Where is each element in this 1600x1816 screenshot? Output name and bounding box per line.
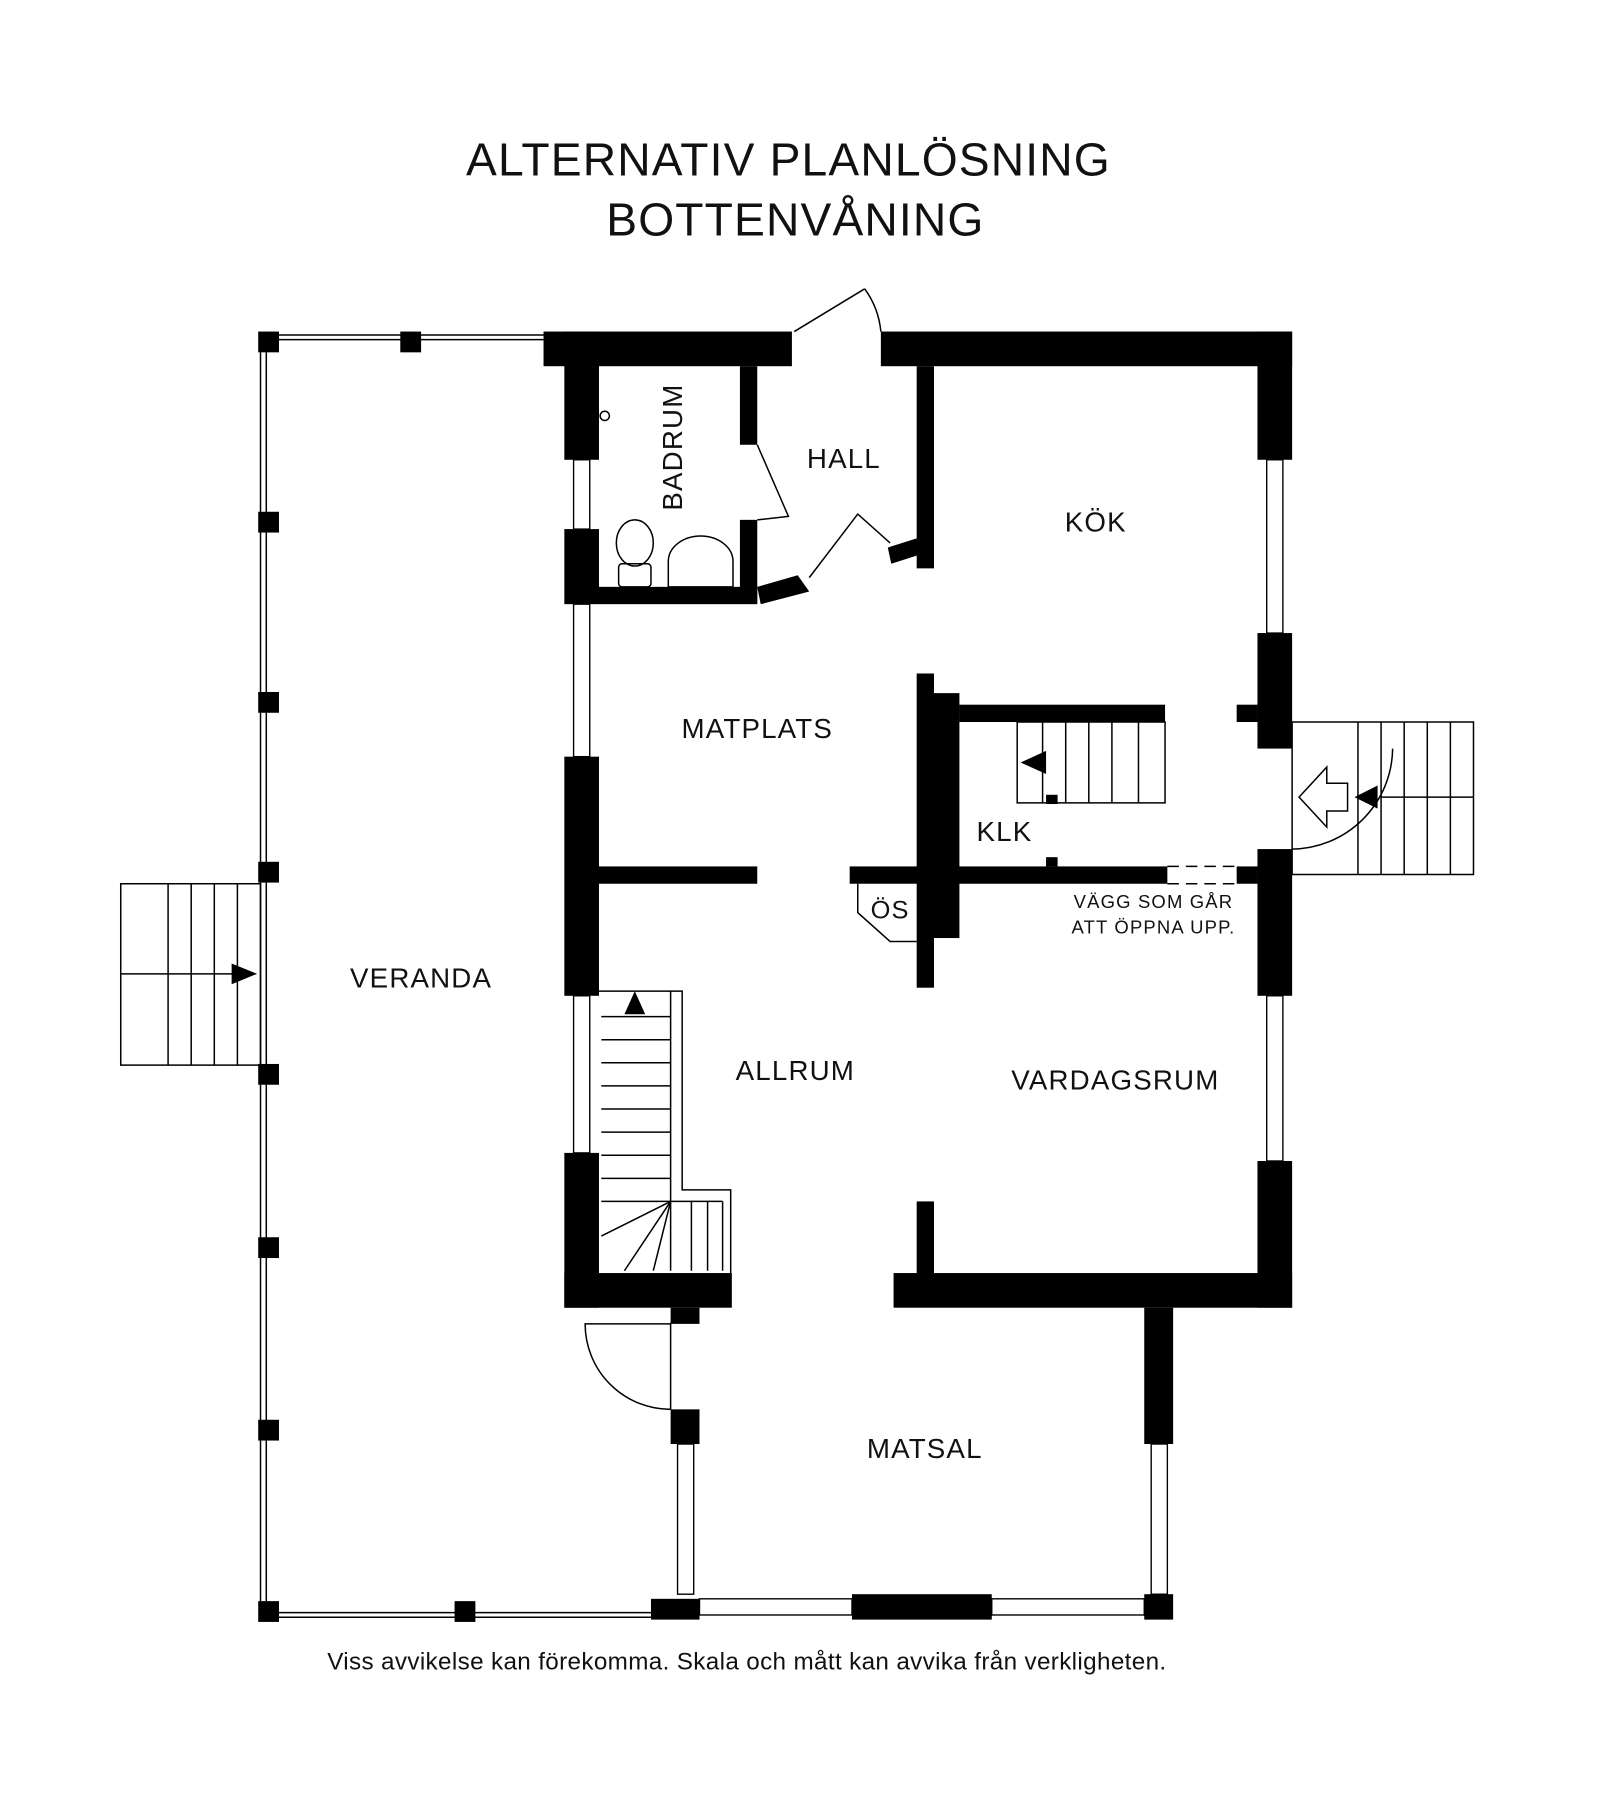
disclaimer: Viss avvikelse kan förekomma. Skala och …	[327, 1648, 1166, 1675]
side-entrance-stairs	[1291, 721, 1475, 876]
room-label-badrum: BADRUM	[657, 384, 688, 511]
room-label-hall: HALL	[807, 443, 881, 474]
room-label-matplats: MATPLATS	[682, 713, 833, 744]
toilet-icon	[615, 519, 655, 567]
upper-floor-stairs	[598, 990, 732, 1274]
wall-note-line-2: ATT ÖPPNA UPP.	[1072, 916, 1236, 937]
entry-door	[793, 288, 882, 333]
veranda-stairs	[119, 882, 262, 1066]
sink-icon	[667, 535, 734, 588]
room-label-matsal: MATSAL	[867, 1433, 983, 1464]
room-label-allrum: ALLRUM	[736, 1055, 855, 1086]
arrow-icon	[624, 991, 646, 1015]
room-label-veranda: VERANDA	[350, 963, 492, 994]
title-line-1: ALTERNATIV PLANLÖSNING	[466, 134, 1111, 186]
wall-note-line-1: VÄGG SOM GÅR	[1074, 891, 1234, 912]
openable-wall	[1167, 865, 1237, 885]
arrow-icon	[1020, 750, 1047, 774]
arrow-icon	[1354, 785, 1378, 809]
windows	[572, 459, 1284, 1616]
room-label-os: ÖS	[871, 896, 910, 924]
title-line-2: BOTTENVÅNING	[606, 194, 984, 246]
room-label-kok: KÖK	[1065, 506, 1127, 537]
interior-walls	[598, 366, 1258, 1620]
veranda-posts	[258, 331, 476, 1622]
room-label-klk: KLK	[977, 816, 1033, 847]
arrow-icon	[231, 963, 258, 985]
cellar-stairs	[1016, 721, 1166, 804]
room-label-vardagsrum: VARDAGSRUM	[1011, 1064, 1219, 1095]
bathroom-fixtures	[599, 410, 734, 588]
entry-arrow-icon	[1298, 765, 1349, 830]
interior-doors	[584, 444, 917, 1411]
exterior-walls	[543, 331, 1293, 1308]
